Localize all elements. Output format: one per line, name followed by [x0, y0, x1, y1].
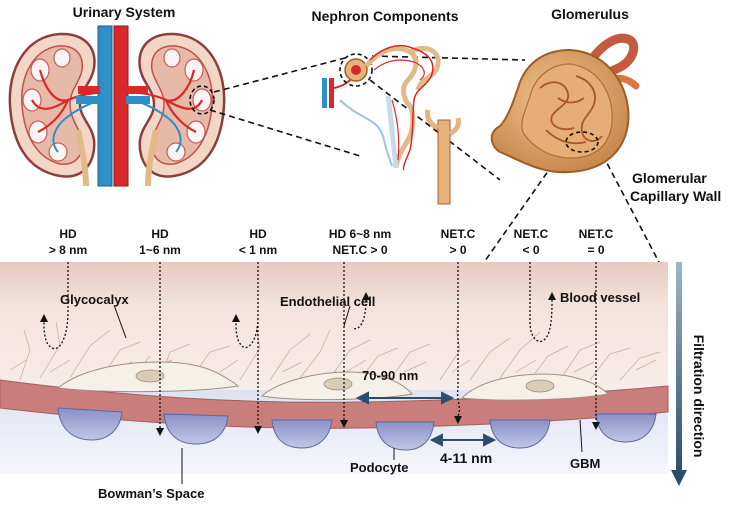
podocyte-foot — [163, 413, 229, 445]
column-label-2-line2: 1~6 nm — [139, 243, 181, 257]
glomerulus-illustration — [490, 33, 640, 174]
column-label-5-line2: > 0 — [449, 243, 466, 257]
column-label-4-line2: NET.C > 0 — [332, 243, 387, 257]
column-label-3-line2: < 1 nm — [239, 243, 277, 257]
podocyte-foot — [271, 419, 333, 449]
label-blood-vessel: Blood vessel — [560, 290, 640, 305]
urinary-system-illustration — [8, 25, 226, 187]
column-label-1-line1: HD — [59, 227, 77, 241]
measurement-arrows — [355, 391, 497, 447]
podocyte-foot — [375, 421, 435, 451]
filtration-direction-arrow — [676, 262, 682, 472]
arrowheads — [40, 292, 600, 436]
glomerulus-zoom-circle — [565, 131, 599, 153]
column-label-2-line1: HD — [151, 227, 169, 241]
zoom-connector-lines — [209, 55, 663, 269]
column-label-4-line1: HD 6~8 nm — [329, 227, 391, 241]
column-label-1-line2: > 8 nm — [49, 243, 87, 257]
label-podocyte: Podocyte — [350, 460, 409, 475]
column-label-6-line1: NET.C — [514, 227, 549, 241]
label-fenestra-size: 70-90 nm — [362, 368, 418, 383]
label-nephron-components: Nephron Components — [312, 8, 459, 24]
column-label-3-line1: HD — [249, 227, 267, 241]
leader-lines — [113, 304, 583, 484]
kidney-zoom-circle — [189, 85, 215, 115]
label-glycocalyx: Glycocalyx — [60, 292, 129, 307]
label-glomerular-line1: Glomerular — [632, 170, 707, 186]
label-bowmans-space: Bowman’s Space — [98, 486, 204, 501]
label-glomerular-line2: Capillary Wall — [630, 188, 721, 204]
path-net-neg — [529, 262, 553, 343]
endothelial-cells — [56, 361, 610, 401]
molecule-paths — [43, 262, 597, 428]
endothelial-cell — [56, 361, 240, 393]
label-filtration-direction: Filtration direction — [691, 335, 707, 458]
label-urinary-system: Urinary System — [73, 4, 176, 20]
label-slit-size: 4-11 nm — [440, 450, 492, 466]
labels: Urinary System Nephron Components Glomer… — [49, 4, 721, 501]
podocyte-foot — [57, 407, 123, 441]
nephron-illustration — [322, 44, 461, 205]
path-hd-gt-8 — [43, 262, 69, 350]
label-glomerulus: Glomerulus — [551, 6, 629, 22]
label-endothelial-cell: Endothelial cell — [280, 294, 375, 309]
path-hd-6-8-pos — [343, 262, 367, 420]
capillary-wall-section — [0, 262, 687, 486]
column-label-7-line2: = 0 — [587, 243, 604, 257]
podocyte-foot — [489, 419, 551, 449]
endothelial-cell — [260, 371, 413, 401]
column-label-7-line1: NET.C — [579, 227, 614, 241]
path-hd-lt-1 — [235, 262, 259, 426]
column-label-5-line1: NET.C — [441, 227, 476, 241]
podocyte-feet — [57, 407, 657, 451]
podocyte-foot — [595, 413, 657, 443]
column-label-6-line2: < 0 — [522, 243, 539, 257]
nephron-zoom-circle — [339, 53, 373, 87]
label-gbm: GBM — [570, 456, 600, 471]
endothelial-cell — [460, 373, 610, 401]
